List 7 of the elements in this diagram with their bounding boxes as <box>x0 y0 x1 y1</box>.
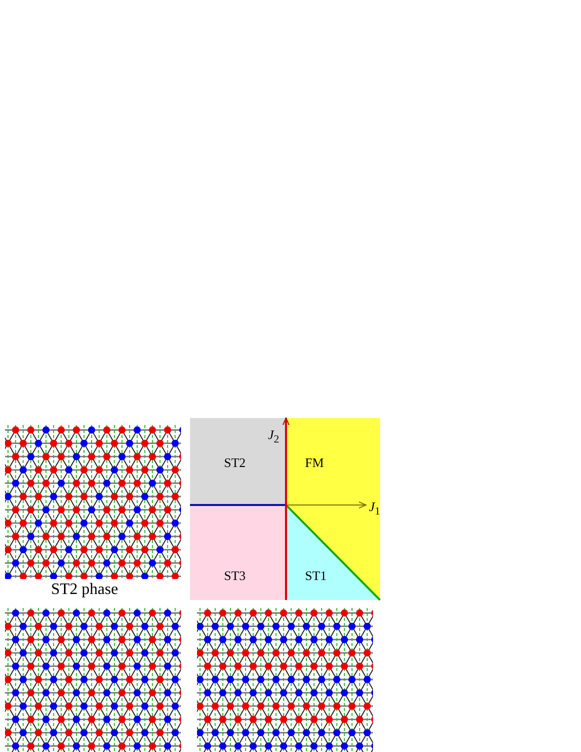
axis-label: J$_{1}$ <box>369 500 380 518</box>
phase-label: ST2 <box>224 456 246 469</box>
phase-label: FM <box>305 456 324 469</box>
phase-label: ST3 <box>224 569 246 582</box>
axis-label: J$_{2}$ <box>268 428 280 446</box>
caption: ST2 phase <box>51 582 118 598</box>
phase-label: ST1 <box>305 569 327 582</box>
